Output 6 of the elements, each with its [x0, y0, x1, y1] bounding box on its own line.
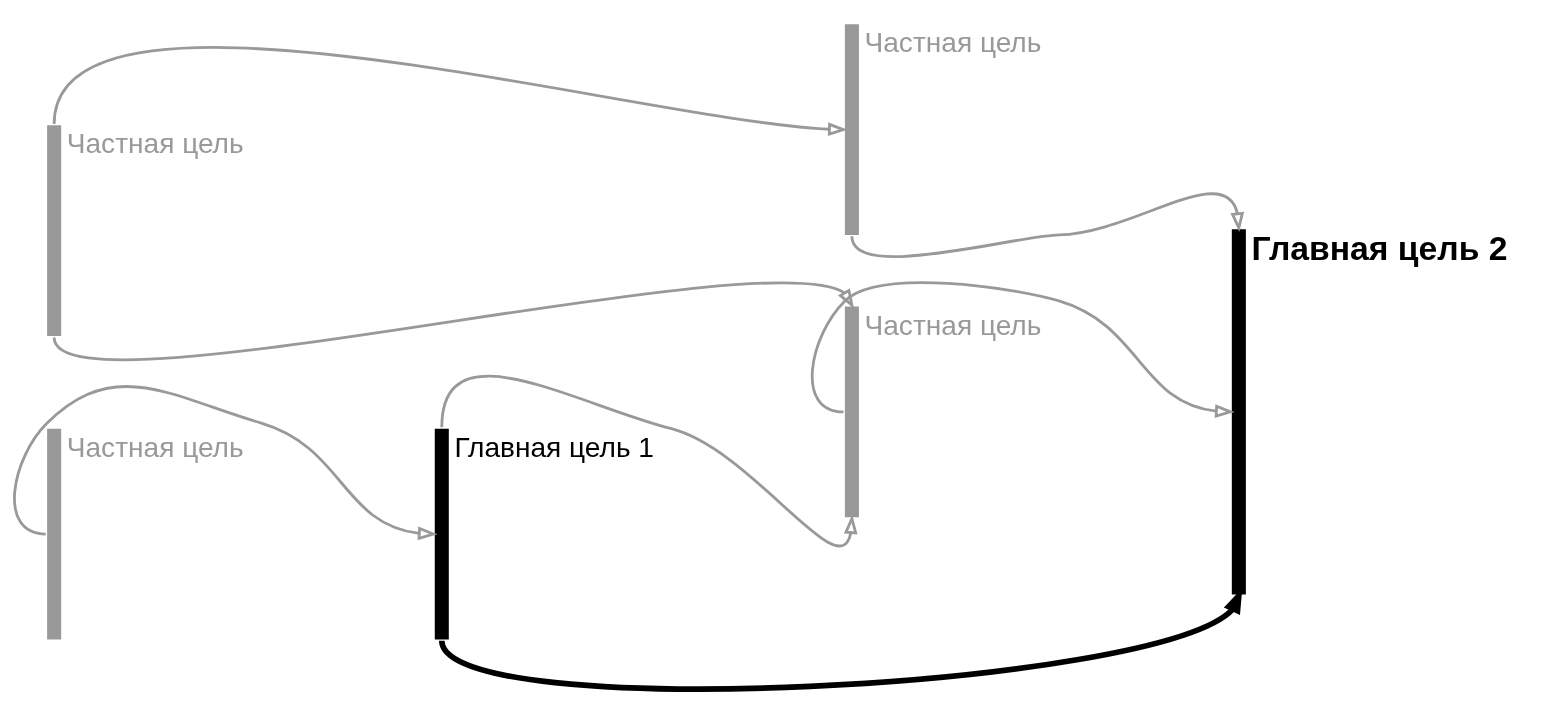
node-label: Частная цель: [864, 309, 1042, 341]
node-label: Главная цель 2: [1251, 228, 1508, 267]
node-label: Главная цель 1: [454, 431, 654, 463]
node-label: Частная цель: [66, 127, 244, 159]
node-label: Частная цель: [66, 431, 244, 463]
node-label: Частная цель: [864, 26, 1042, 58]
